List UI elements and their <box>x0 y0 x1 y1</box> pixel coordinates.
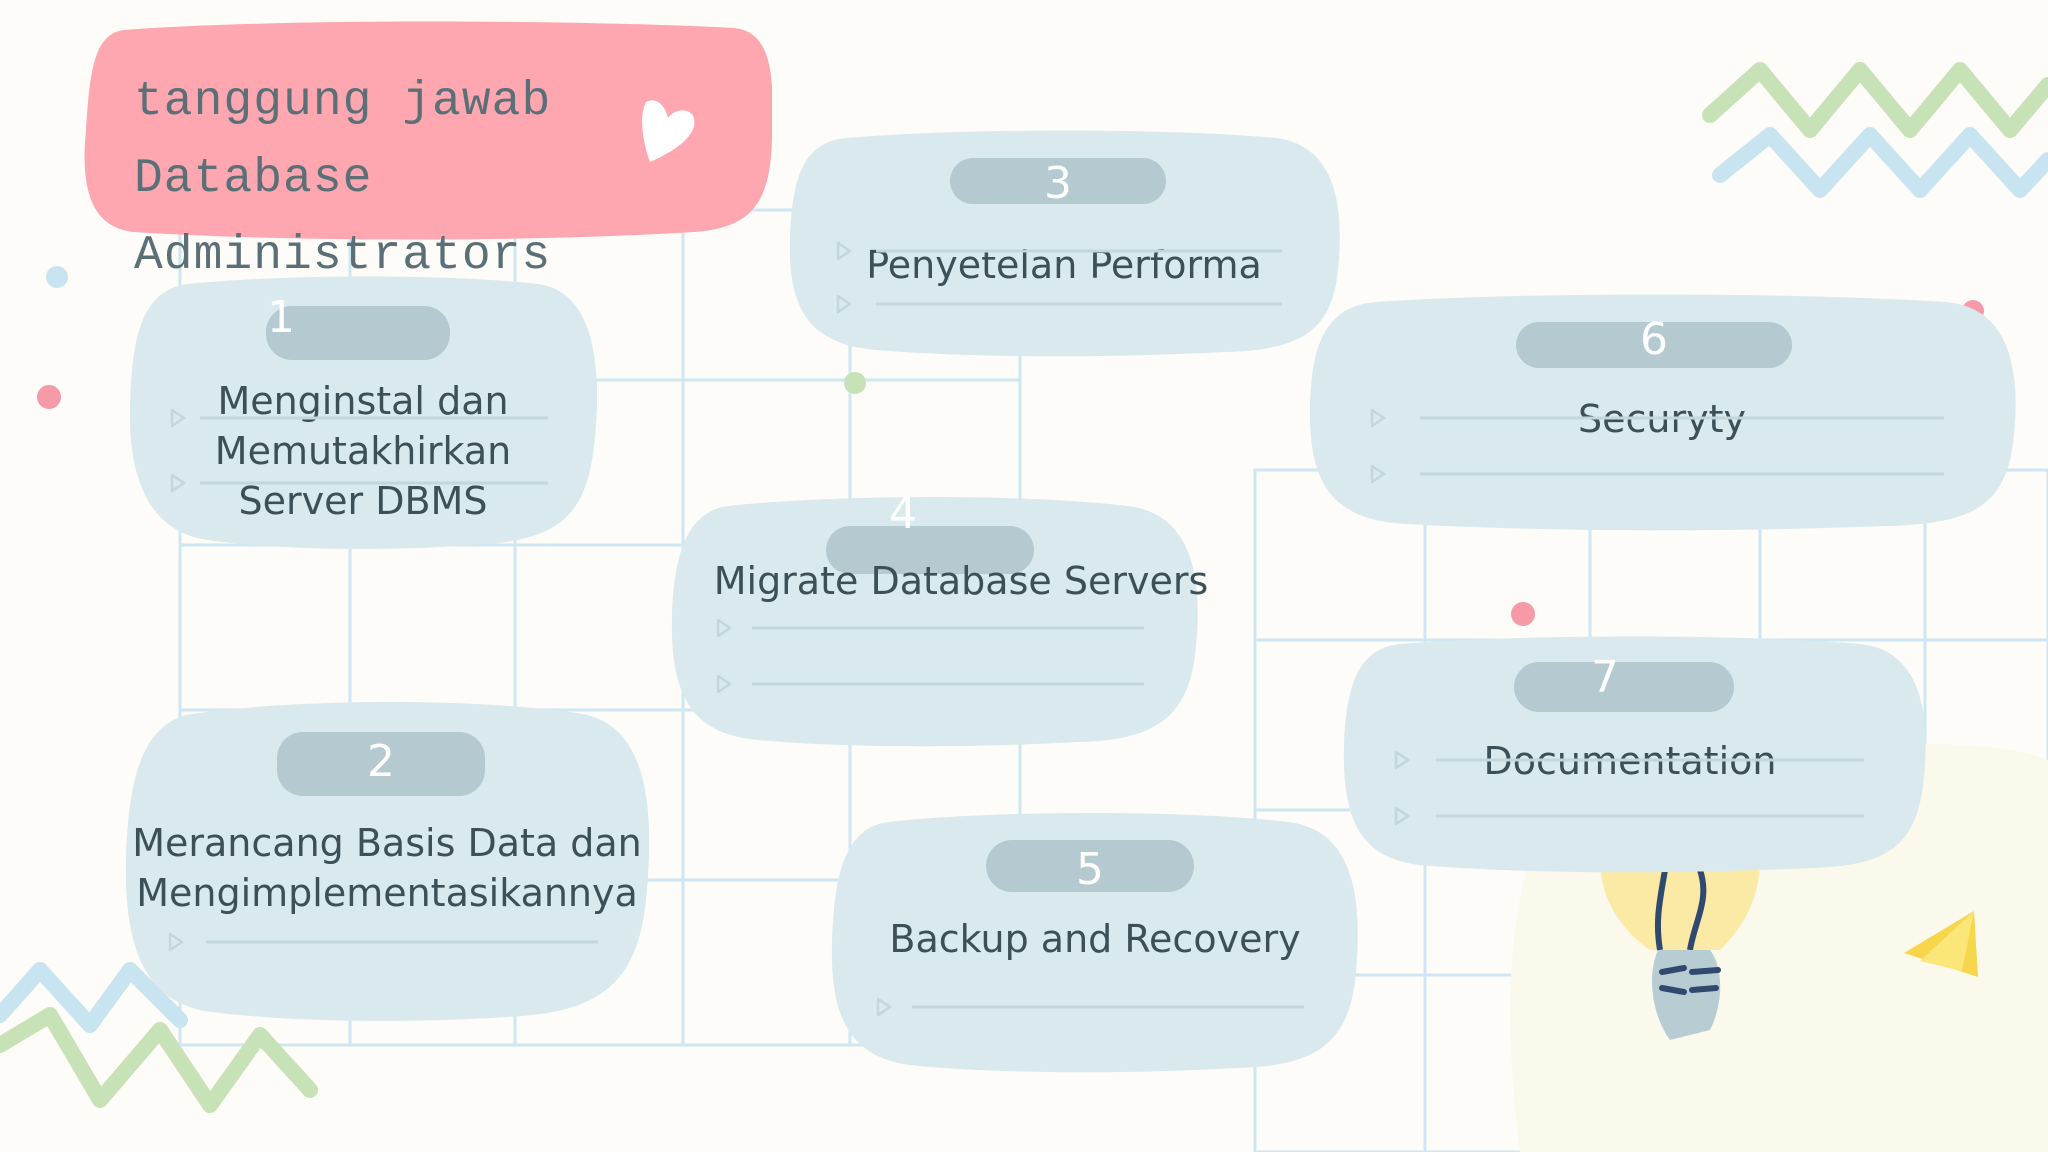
number-pill <box>266 306 450 360</box>
step-number: 6 <box>1640 314 1668 365</box>
step-card-1: 1 Menginstal dan Memutakhirkan Server DB… <box>128 276 598 549</box>
zigzag-decoration <box>1702 62 2048 198</box>
paper-plane-icon <box>1904 911 1978 977</box>
number-pill <box>277 732 485 796</box>
number-pill <box>1516 322 1792 368</box>
step-label: Backup and Recovery <box>889 917 1301 961</box>
zigzag-decoration <box>0 962 318 1113</box>
number-pill <box>826 526 1034 574</box>
number-pill <box>1514 662 1734 712</box>
step-number: 5 <box>1076 844 1104 895</box>
decorative-dot <box>844 372 866 394</box>
step-number: 7 <box>1591 652 1619 703</box>
page-title: tanggung jawab Database Administrators <box>134 75 552 283</box>
step-number: 4 <box>889 488 917 539</box>
step-label: Migrate Database Servers <box>713 559 1209 603</box>
decorative-dot <box>46 266 68 288</box>
title-banner: tanggung jawab Database Administrators <box>84 20 772 283</box>
number-pill <box>950 158 1166 204</box>
title-blob <box>84 21 772 240</box>
step-number: 1 <box>267 292 295 343</box>
step-number: 2 <box>367 736 395 787</box>
step-label: Menginstal dan Memutakhirkan Server DBMS <box>214 379 512 523</box>
card-blob <box>789 130 1340 357</box>
decorative-dot <box>37 385 61 409</box>
card-blob <box>1343 636 1926 873</box>
decorative-dot <box>1511 602 1535 626</box>
step-number: 3 <box>1044 158 1072 209</box>
card-blob <box>129 276 598 549</box>
heart-icon <box>642 100 695 162</box>
step-label: Merancang Basis Data dan Mengimplementas… <box>132 821 642 915</box>
number-pill <box>986 840 1194 892</box>
card-blob <box>1309 294 2016 531</box>
